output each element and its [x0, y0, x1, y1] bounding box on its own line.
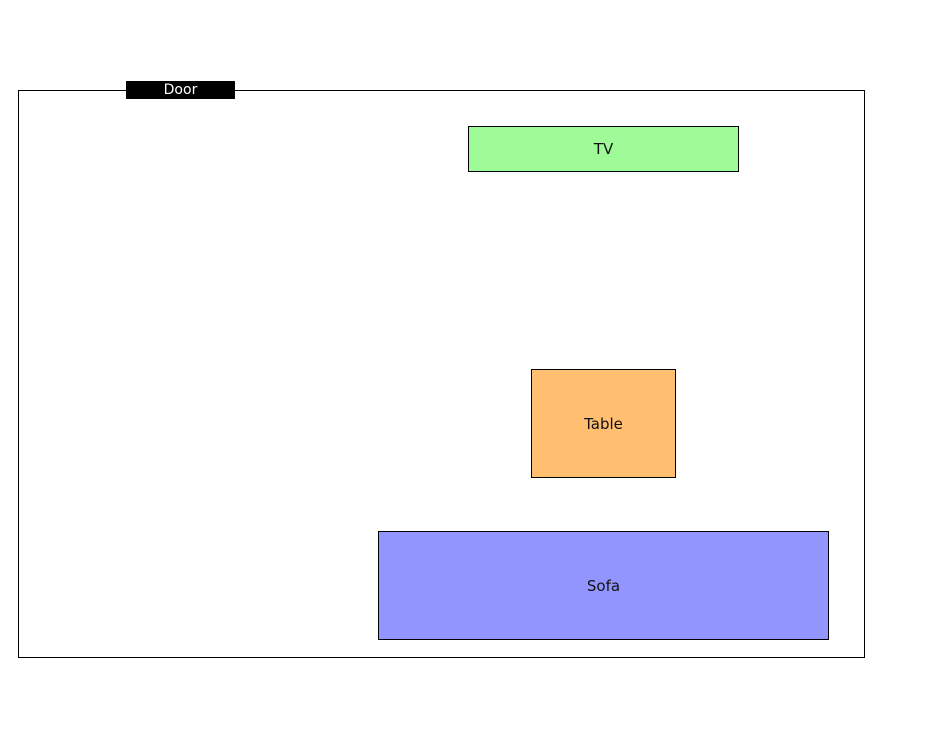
table-label: Table [584, 414, 623, 433]
sofa-box: Sofa [378, 531, 829, 640]
tv-label: TV [593, 140, 614, 158]
tv-box: TV [468, 126, 739, 172]
door-label: Door [126, 81, 235, 99]
sofa-label: Sofa [586, 576, 621, 595]
table-box: Table [531, 369, 676, 478]
